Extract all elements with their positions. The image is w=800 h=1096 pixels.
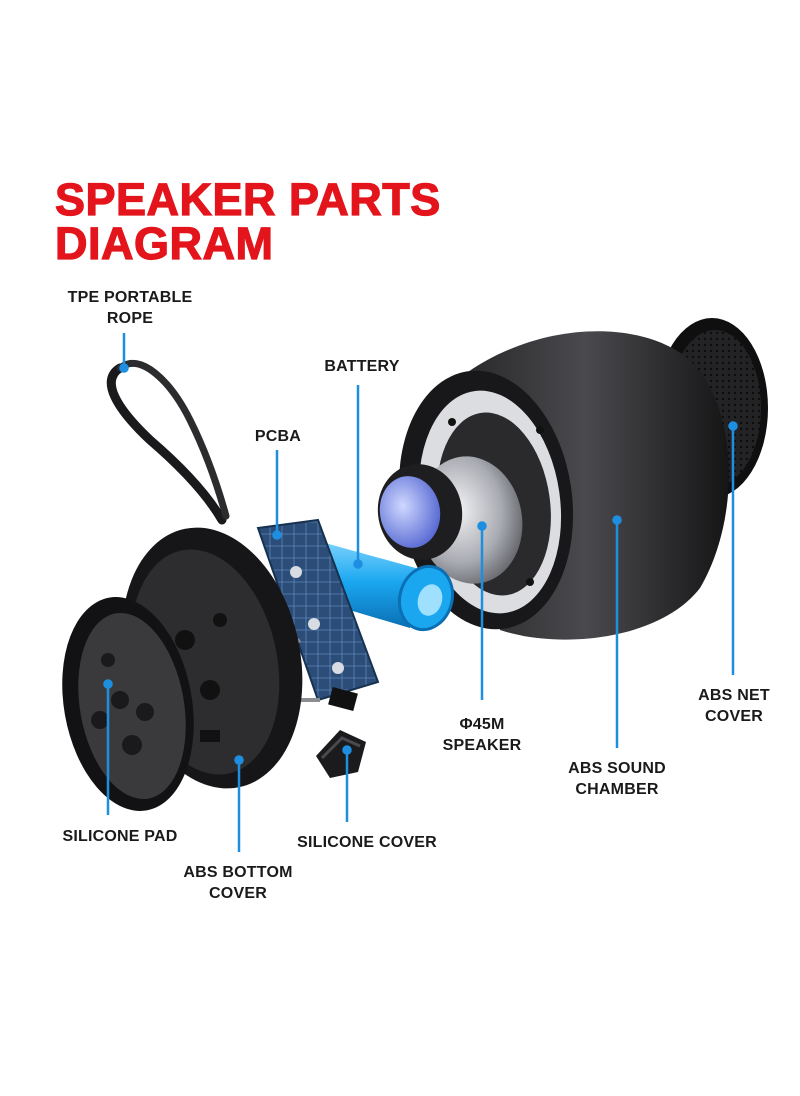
- silicone-cover-leader-dot: [342, 745, 352, 755]
- net-cover-leader-dot: [728, 421, 738, 431]
- sound-chamber-leader-dot: [612, 515, 622, 525]
- silicone-pad-leader-dot: [103, 679, 113, 689]
- diagram-title: SPEAKER PARTS DIAGRAM: [54, 174, 441, 269]
- silicone-pad-part: [62, 597, 194, 811]
- label-pcba: PCBA: [254, 428, 302, 445]
- speaker-driver-part: [377, 456, 523, 584]
- battery-leader-dot: [353, 559, 363, 569]
- label-tpe-rope: TPE PORTABLE ROPE: [67, 289, 193, 327]
- rope-leader-dot: [119, 363, 129, 373]
- speaker-leader-dot: [477, 521, 487, 531]
- bottom-cover-leader-dot: [234, 755, 244, 765]
- label-abs-bottom-cover: ABS BOTTOM COVER: [183, 864, 293, 902]
- tpe-rope-part: [106, 359, 230, 525]
- title-line-2: DIAGRAM: [54, 218, 274, 269]
- label-speaker: Φ45M SPEAKER: [442, 716, 522, 754]
- label-silicone-cover: SILICONE COVER: [297, 834, 437, 851]
- label-abs-net-cover: ABS NET COVER: [698, 687, 770, 725]
- title-line-1: SPEAKER PARTS: [54, 174, 441, 225]
- label-abs-sound-chamber: ABS SOUND CHAMBER: [568, 760, 666, 798]
- silicone-cover-part: [316, 730, 366, 778]
- label-silicone-pad: SILICONE PAD: [62, 828, 178, 845]
- label-battery: BATTERY: [324, 358, 400, 375]
- pcba-leader-dot: [272, 530, 282, 540]
- leader-lines: [103, 333, 738, 852]
